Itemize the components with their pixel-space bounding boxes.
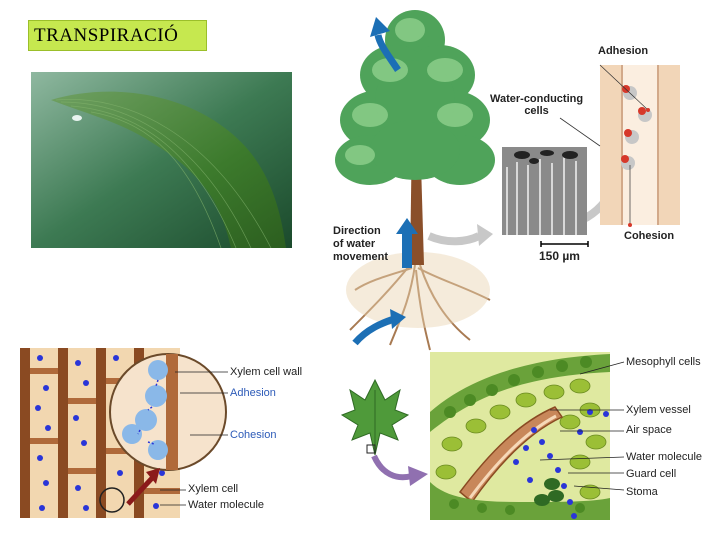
mesophyll-cells-label: Mesophyll cells — [626, 356, 701, 368]
page-title: TRANSPIRACIÓ — [34, 25, 178, 47]
stoma-label: Stoma — [626, 486, 658, 498]
water-molecule-label: Water molecule — [188, 499, 264, 511]
cohesion-label: Cohesion — [230, 429, 276, 441]
zoom-arrow-icon — [124, 468, 164, 508]
xylem-vessel-label: Xylem vessel — [626, 404, 691, 416]
guard-cell-label: Guard cell — [626, 468, 676, 480]
xylem-cell-label: Xylem cell — [188, 483, 238, 495]
cohesion-label: Cohesion — [624, 230, 674, 242]
water-up-arrow-icon — [368, 15, 408, 75]
scale-bar — [540, 240, 590, 248]
water-conducting-cells-label: Water-conducting cells — [490, 93, 583, 117]
root-arrow-icon — [352, 305, 407, 345]
adhesion-label: Adhesion — [230, 387, 276, 399]
adhesion-label: Adhesion — [598, 45, 648, 57]
scale-label: 150 µm — [539, 249, 580, 263]
leaf-photo — [31, 72, 292, 248]
xylem-micrograph — [502, 147, 587, 235]
tree-illustration — [330, 0, 500, 355]
adhesion-cohesion-vessel — [600, 65, 680, 225]
air-space-label: Air space — [626, 424, 672, 436]
direction-label: Direction of water movement — [333, 225, 388, 264]
pointer-line — [560, 118, 605, 148]
grey-arrow-icon — [427, 222, 495, 252]
water-molecule-label: Water molecule — [626, 451, 702, 463]
xylem-cell-wall-label: Xylem cell wall — [230, 366, 302, 378]
direction-arrow-icon — [396, 218, 418, 268]
leaf-zoom-arrow-icon — [370, 452, 430, 487]
pointer-lines — [540, 360, 630, 495]
